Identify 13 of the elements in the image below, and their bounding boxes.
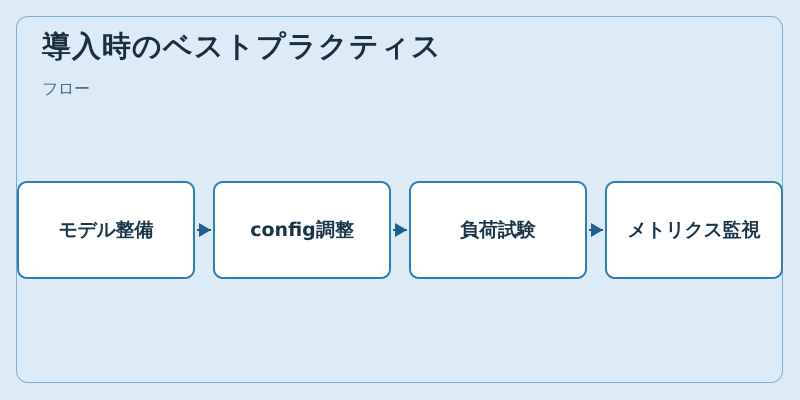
step-label: メトリクス監視 (628, 218, 760, 243)
step-label: 負荷試験 (460, 218, 536, 243)
arrow (197, 223, 211, 237)
step-label: モデル整備 (58, 218, 154, 243)
arrow (393, 223, 407, 237)
step-label: config調整 (250, 218, 354, 243)
subtitle: フロー (42, 78, 90, 100)
process-box (17, 181, 195, 279)
arrow (589, 223, 603, 237)
process-box (213, 181, 391, 279)
process-box (605, 181, 783, 279)
title: 導入時のベストプラクティス (42, 28, 442, 65)
process-box (409, 181, 587, 279)
